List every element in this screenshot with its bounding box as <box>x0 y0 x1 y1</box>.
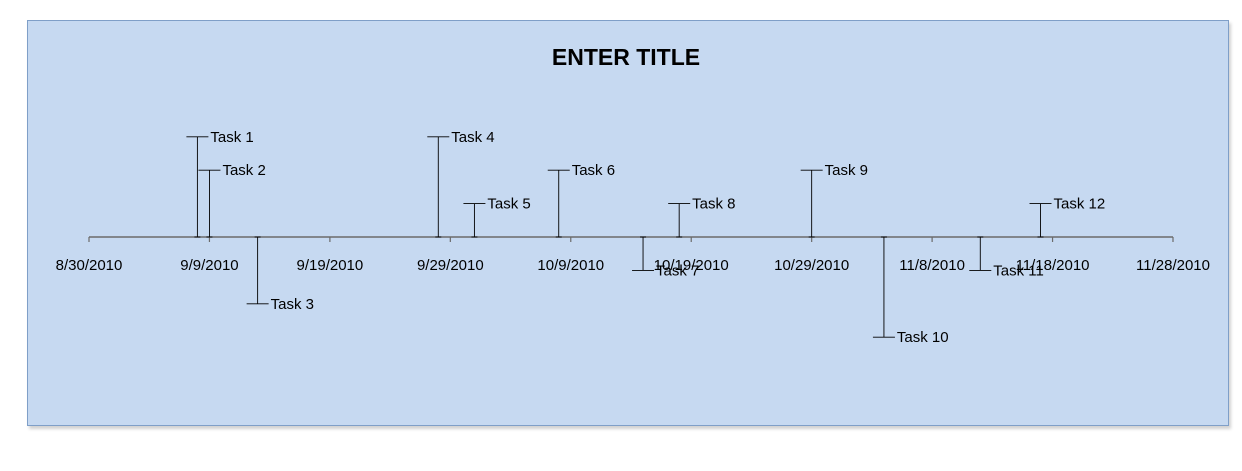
chart-area: ENTER TITLE 8/30/2010 9/9/2010 9/19/2010 9/… <box>27 20 1229 426</box>
x-tick-label: 11/18/2010 <box>1016 257 1090 274</box>
task-label: Task 3 <box>271 296 314 313</box>
task-label: Task 5 <box>487 196 530 213</box>
x-tick-label: 10/29/2010 <box>774 257 849 274</box>
task-label: Task 8 <box>692 196 735 213</box>
task-label: Task 6 <box>572 162 615 179</box>
x-tick-label: 8/30/2010 <box>56 257 123 274</box>
task-label: Task 11 <box>993 262 1044 279</box>
x-tick-label: 10/19/2010 <box>654 257 729 274</box>
task-label: Task 7 <box>656 262 699 279</box>
task-label: Task 1 <box>210 129 253 146</box>
timeline-chart: ENTER TITLE 8/30/2010 9/9/2010 9/19/2010 9/… <box>56 44 1210 346</box>
x-tick-label: 9/19/2010 <box>297 257 364 274</box>
chart-title: ENTER TITLE <box>552 44 700 70</box>
task-markers: Task 1 Task 2 Task 3 Task 4 Task 5 Task 6 Task… <box>186 129 1105 346</box>
x-tick-label: 9/29/2010 <box>417 257 484 274</box>
x-axis: 8/30/2010 9/9/2010 9/19/2010 9/29/2010 10/9/… <box>56 236 1210 274</box>
task-label: Task 12 <box>1054 196 1106 213</box>
x-tick-label: 11/28/2010 <box>1136 257 1210 274</box>
task-label: Task 9 <box>825 162 868 179</box>
task-label: Task 4 <box>451 129 494 146</box>
x-tick-label: 9/9/2010 <box>180 257 238 274</box>
task-label: Task 10 <box>897 329 949 346</box>
x-tick-label: 11/8/2010 <box>899 257 965 274</box>
task-label: Task 2 <box>222 162 265 179</box>
x-tick-label: 10/9/2010 <box>537 257 604 274</box>
